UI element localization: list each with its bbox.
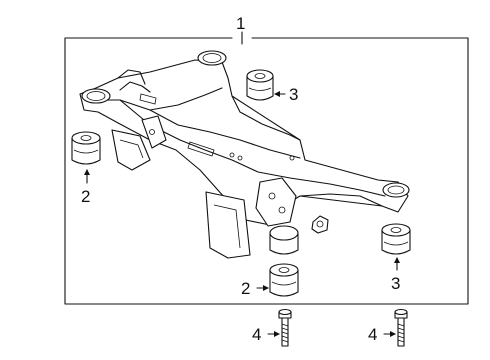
callout-3-right: 3	[391, 274, 400, 293]
subframe-mount-rear-left	[197, 50, 227, 66]
bushing-3-right	[381, 223, 411, 255]
bushing-2-left	[71, 131, 101, 165]
callout-2-left: 2	[81, 187, 90, 206]
callout-1: 1	[236, 14, 245, 33]
bushing-3-upper	[246, 69, 274, 101]
subframe-crossmember	[79, 59, 409, 259]
bolt-4-left	[278, 308, 292, 347]
bolt-4-right	[394, 308, 408, 347]
bushing-2-bottom	[269, 263, 299, 297]
subframe-mount-front-left	[81, 88, 111, 104]
grommet	[311, 215, 329, 234]
callout-3-upper: 3	[289, 85, 298, 104]
assembly-frame	[64, 31, 469, 305]
subframe-mount-front-right	[269, 225, 299, 255]
callout-4-left: 4	[252, 325, 261, 344]
callout-2-bottom: 2	[241, 279, 250, 298]
subframe-mount-rear-right	[382, 182, 410, 198]
callout-4-right: 4	[368, 325, 377, 344]
